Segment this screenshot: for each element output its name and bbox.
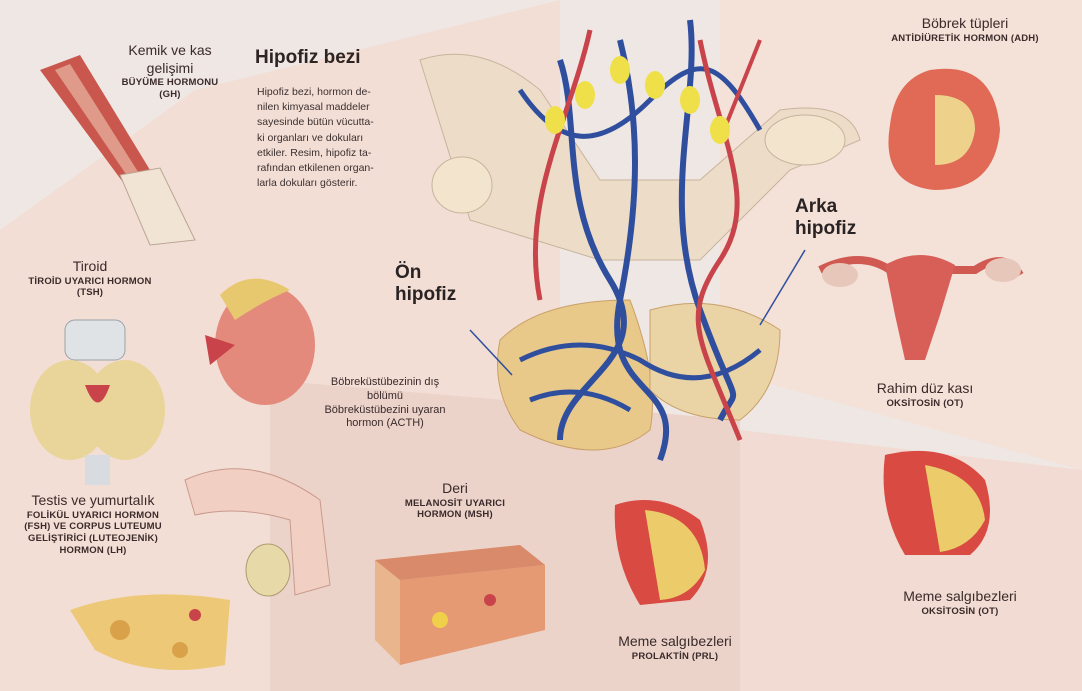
label-hormone: BÜYÜME HORMONU	[90, 77, 250, 89]
label-line: bölümü	[305, 390, 465, 404]
kidney-illustration	[888, 69, 1000, 190]
callout-line: hipofiz	[395, 284, 456, 306]
label-title: gelişimi	[90, 60, 250, 78]
label-meme-ot: Meme salgıbezleri OKSİTOSİN (OT)	[870, 588, 1050, 617]
description-line: larla dokuları gösterir.	[257, 176, 374, 191]
description-line: sayesinde bütün vücutta-	[257, 115, 374, 130]
label-hormone: (GH)	[90, 89, 250, 101]
label-title: Deri	[380, 480, 530, 498]
label-title: Meme salgıbezleri	[590, 633, 760, 651]
label-line: Böbreküstübezinin dış	[305, 376, 465, 390]
label-title: Tiroid	[15, 258, 165, 276]
label-hormone: HORMON (MSH)	[380, 509, 530, 521]
label-title: Kemik ve kas	[90, 42, 250, 60]
label-title: Böbrek tüpleri	[860, 15, 1070, 33]
label-hormone: FOLİKÜL UYARICI HORMON	[8, 510, 178, 522]
callout-line: Arka	[795, 196, 856, 218]
label-testis: Testis ve yumurtalık FOLİKÜL UYARICI HOR…	[8, 492, 178, 557]
label-hormone: OKSİTOSİN (OT)	[840, 398, 1010, 410]
label-hormone: (FSH) VE CORPUS LUTEUMU	[8, 521, 178, 533]
label-hormone: OKSİTOSİN (OT)	[870, 606, 1050, 618]
description-line: rafından etkilenen organ-	[257, 161, 374, 176]
label-kemik: Kemik ve kas gelişimi BÜYÜME HORMONU (GH…	[90, 42, 250, 101]
description-line: ki organları ve dokuları	[257, 131, 374, 146]
label-title: Testis ve yumurtalık	[8, 492, 178, 510]
description-line: etkiler. Resim, hipofiz ta-	[257, 146, 374, 161]
label-line: hormon (ACTH)	[305, 417, 465, 431]
description: Hipofiz bezi, hormon de- nilen kimyasal …	[257, 85, 374, 192]
label-bobrekustu: Böbreküstübezinin dış bölümü Böbreküstüb…	[305, 376, 465, 431]
on-hipofiz-label: Ön hipofiz	[395, 262, 456, 306]
label-title: Rahim düz kası	[840, 380, 1010, 398]
description-line: nilen kimyasal maddeler	[257, 100, 374, 115]
label-hormone: PROLAKTİN (PRL)	[590, 651, 760, 663]
label-hormone: MELANOSİT UYARICI	[380, 498, 530, 510]
callout-line: hipofiz	[795, 218, 856, 240]
label-line: Böbreküstübezini uyaran	[305, 404, 465, 418]
label-deri: Deri MELANOSİT UYARICI HORMON (MSH)	[380, 480, 530, 521]
label-hormone: TİROİD UYARICI HORMON	[15, 276, 165, 288]
page-title: Hipofiz bezi	[255, 47, 361, 69]
label-title: Meme salgıbezleri	[870, 588, 1050, 606]
description-line: Hipofiz bezi, hormon de-	[257, 85, 374, 100]
label-hormone: GELİŞTİRİCİ (LUTEOJENİK)	[8, 533, 178, 545]
label-bobrek: Böbrek tüpleri ANTİDİÜRETİK HORMON (ADH)	[860, 15, 1070, 44]
label-hormone: (TSH)	[15, 287, 165, 299]
label-hormone: ANTİDİÜRETİK HORMON (ADH)	[860, 33, 1070, 45]
label-rahim: Rahim düz kası OKSİTOSİN (OT)	[840, 380, 1010, 409]
label-hormone: HORMON (LH)	[8, 545, 178, 557]
label-meme-prl: Meme salgıbezleri PROLAKTİN (PRL)	[590, 633, 760, 662]
arka-hipofiz-label: Arka hipofiz	[795, 196, 856, 240]
label-tiroid: Tiroid TİROİD UYARICI HORMON (TSH)	[15, 258, 165, 299]
callout-line: Ön	[395, 262, 456, 284]
